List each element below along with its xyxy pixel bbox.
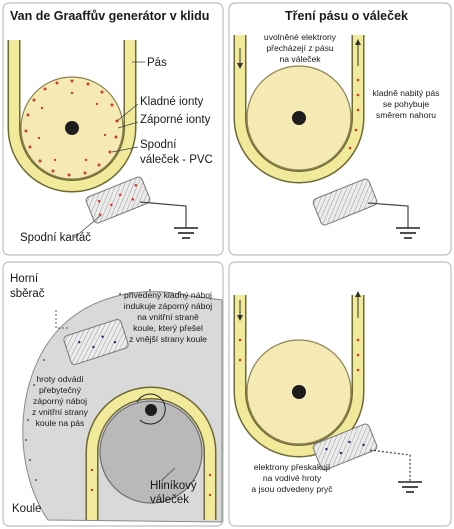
roller-axle — [292, 111, 306, 125]
aluminium-roller-label-line2: váleček — [150, 494, 189, 506]
ground-wire — [139, 201, 187, 228]
induction-note-line4: koule, který přešel — [133, 323, 203, 333]
electrons-note-line1: uvolněné elektrony — [264, 32, 337, 42]
aluminium-roller — [99, 400, 203, 504]
points-note-line3: záporný náboj — [33, 396, 87, 406]
points-note-line4: z vnitřní strany — [32, 407, 89, 417]
rotation-arrow — [136, 393, 166, 425]
top-collector-label-line1: Horní — [10, 273, 39, 285]
bottom-brush — [312, 178, 378, 226]
aluminium-roller-label-line1: Hliníkový — [150, 480, 197, 492]
discharge-note-line1: elektrony přeskakují — [254, 462, 331, 472]
roller-axle — [292, 385, 306, 399]
points-note-line2: přebytečný — [39, 385, 82, 395]
ground-symbol — [398, 481, 422, 493]
roller-label-line2: váleček - PVC — [140, 154, 213, 166]
panel-at-rest: Van de Graaffův generátor v klidu — [2, 2, 224, 256]
belt-label: Pás — [147, 57, 167, 69]
panel-electrons-discharge: elektrony přeskakují na vodivé hroty a j… — [228, 261, 452, 527]
bottom-brush — [85, 176, 151, 224]
belt-note-line1: kladně nabitý pás — [373, 88, 440, 98]
discharge-note-line2: na vodivé hroty — [263, 473, 322, 483]
induction-note-line3: na vnitřní straně — [137, 312, 199, 322]
panel-friction: Tření pásu o váleček uvolněné elektrony … — [228, 2, 452, 256]
panel-upper-collector: Koule Horní sběrač přivedený kladný n — [2, 261, 224, 527]
sphere-label: Koule — [12, 503, 41, 515]
induction-note-line2: indukuje záporný náboj — [124, 301, 212, 311]
induction-note-line5: z vnější strany koule — [129, 334, 207, 344]
negative-ions-label: Záporné ionty — [140, 114, 211, 126]
belt-fill — [235, 295, 363, 456]
bottom-brush — [312, 423, 378, 471]
discharge-note-line3: a jsou odvedeny pryč — [251, 484, 333, 494]
points-note-line5: koule na pás — [36, 418, 85, 428]
panel-title: Van de Graaffův generátor v klidu — [10, 9, 209, 23]
roller-axle — [65, 121, 79, 135]
belt-note-line3: směrem nahoru — [376, 110, 436, 120]
ground-wire — [367, 202, 409, 228]
panel-title: Tření pásu o váleček — [285, 9, 408, 23]
belt-note-line2: se pohybuje — [383, 99, 430, 109]
positive-ions — [24, 79, 119, 177]
points-note-line1: hroty odvádí — [36, 374, 84, 384]
belt-fill — [235, 35, 363, 182]
roller-label-line1: Spodní — [140, 139, 177, 151]
top-collector-label-line2: sběrač — [10, 288, 45, 300]
collector-wire — [55, 310, 70, 329]
brush-label: Spodní kartáč — [20, 232, 91, 244]
induction-note-line1: přivedený kladný náboj — [124, 290, 212, 300]
electrons-note-line3: na váleček — [279, 54, 321, 64]
ground-symbol — [174, 227, 198, 239]
ground-wire — [369, 449, 411, 482]
positive-ions-label: Kladné ionty — [140, 96, 204, 108]
belt-fill — [87, 388, 215, 520]
electrons-note-line2: přecházejí z pásu — [266, 43, 334, 53]
roller-axle — [145, 404, 157, 416]
top-collector — [63, 319, 129, 365]
ground-symbol — [396, 227, 420, 239]
